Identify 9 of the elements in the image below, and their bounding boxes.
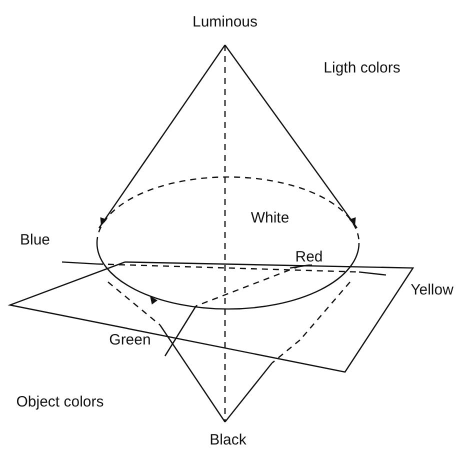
- axis-label: Black: [210, 432, 246, 448]
- axis-label: White: [250, 210, 290, 226]
- axis-label: Red: [295, 250, 323, 264]
- axis-label: Green: [109, 332, 151, 348]
- axis-label: Yellow: [410, 282, 454, 298]
- axis-label: Ligth colors: [324, 60, 400, 76]
- axis-label: Luminous: [192, 14, 258, 30]
- axis-label: Object colors: [16, 394, 104, 410]
- axis-label: Blue: [20, 232, 50, 248]
